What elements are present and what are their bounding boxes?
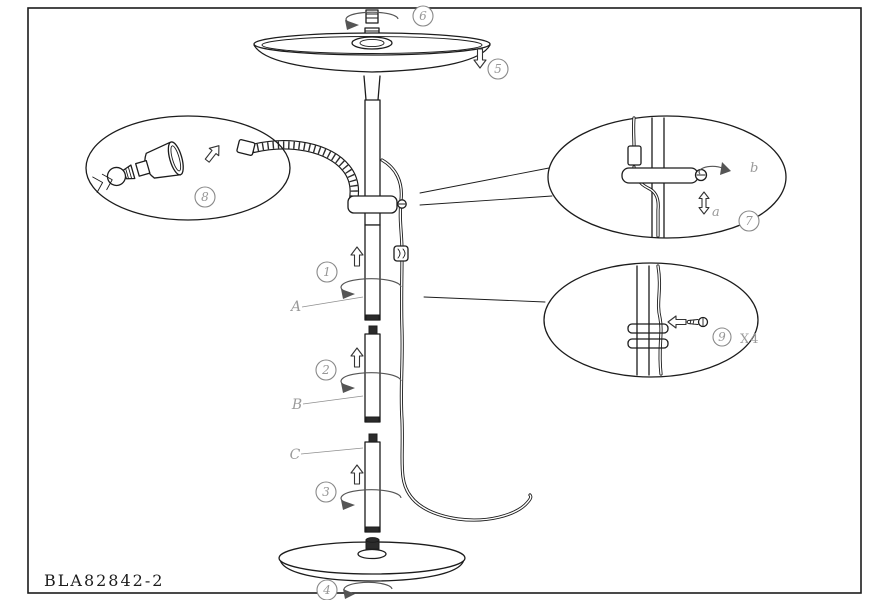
reading-lamp-rim-inner <box>170 145 182 172</box>
rotation-arrowhead-1 <box>341 289 355 299</box>
rotation-arrowhead-finial <box>345 20 359 30</box>
pole-tube-b <box>364 333 381 423</box>
rotation-arrowhead-4 <box>343 589 355 599</box>
zoom-leader-bottom <box>423 296 546 303</box>
rotation-arrowhead-b <box>720 162 731 175</box>
shade-finial-assembly <box>345 9 399 30</box>
pole-label-c: C <box>290 447 301 463</box>
lamp-base <box>278 537 466 582</box>
pole-label-a: A <box>289 299 301 315</box>
shade-stem <box>363 75 381 101</box>
callout-5: 5 <box>487 58 509 80</box>
pole-tube-a <box>364 224 381 321</box>
callout-4-label: 4 <box>322 583 331 597</box>
screw-shaft <box>686 319 699 325</box>
reading-lamp-back-cap <box>135 159 151 177</box>
callout-9-label: 9 <box>718 330 726 344</box>
up-arrow-icon-2 <box>350 347 364 368</box>
gooseneck-bracket <box>347 195 407 214</box>
inset2-cord-core <box>657 265 662 375</box>
down-arrow-icon <box>473 48 487 69</box>
inset-bottom-right-bubble <box>543 262 759 378</box>
updown-arrow-icon <box>698 191 710 215</box>
zoom-leader-top-1 <box>419 167 550 194</box>
inset-left-bubble <box>85 115 291 221</box>
label-b-leader <box>302 395 364 405</box>
base-finial-cap <box>365 537 380 543</box>
callout-7: 7 <box>738 210 760 232</box>
plug-connector <box>627 145 642 166</box>
pole-tube-c <box>364 441 381 533</box>
callout-6-label: 6 <box>419 9 427 23</box>
cord-clip <box>393 245 409 262</box>
bulb-thread <box>125 169 129 179</box>
label-c-leader <box>300 447 364 455</box>
callout-5-label: 5 <box>494 62 502 76</box>
cord-clip-1 <box>627 323 669 334</box>
callout-3: 3 <box>315 481 337 503</box>
callout-7-label: 7 <box>745 214 753 228</box>
pole-label-b: B <box>291 397 302 413</box>
zoom-leader-top-2 <box>419 195 553 206</box>
reading-lamp-parts <box>92 141 184 193</box>
label-a: a <box>712 205 720 220</box>
gooseneck-socket <box>236 139 256 156</box>
tube-a-end-band <box>365 314 380 321</box>
callout-1-label: 1 <box>323 265 331 279</box>
callout-8-label: 8 <box>201 190 209 204</box>
detail-inset-top-right: b a 7 <box>547 115 787 239</box>
insert-arrow-icon-1 <box>92 176 104 193</box>
left-arrow-icon <box>667 315 687 329</box>
base-hub <box>357 548 387 560</box>
rotation-arrow-3 <box>340 489 402 505</box>
tube-b-end-band <box>365 416 380 423</box>
screw-icon <box>686 316 709 328</box>
up-arrow-icon-1 <box>350 246 364 267</box>
quantity-label: X4 <box>740 332 760 347</box>
rotation-arrow-2 <box>340 372 402 388</box>
callout-3-label: 3 <box>322 485 330 499</box>
power-cord <box>380 158 533 522</box>
label-b: b <box>750 161 758 176</box>
finial-screw <box>365 9 379 24</box>
attach-arrow-icon <box>204 145 220 163</box>
up-arrow-icon-3 <box>350 464 364 485</box>
tube-c-end-band <box>365 526 380 533</box>
cord-clip-2 <box>627 338 669 349</box>
detail-inset-bottom-right: 9 X4 <box>543 262 760 378</box>
callout-6: 6 <box>412 5 434 27</box>
rotation-arrowhead-3 <box>341 500 355 510</box>
shade-hub <box>351 36 393 50</box>
label-a-leader <box>301 296 364 308</box>
clamp-bracket <box>621 167 699 184</box>
callout-1: 1 <box>316 261 338 283</box>
rotation-arrowhead-2 <box>341 383 355 393</box>
callout-9: 9 <box>712 327 732 347</box>
frame-border <box>27 7 862 594</box>
bulb-thread <box>128 167 133 179</box>
callout-2: 2 <box>315 359 337 381</box>
model-number: BLA82842-2 <box>44 571 164 590</box>
insert-arrow-icon-2 <box>101 173 113 191</box>
shade-hub-inner <box>359 38 385 48</box>
rotation-arrow-1 <box>340 278 402 294</box>
callout-2-label: 2 <box>321 363 330 377</box>
inset-top-right-bubble <box>547 115 787 239</box>
reading-lamp-rim <box>167 141 184 176</box>
lamp-shade <box>253 27 491 101</box>
callout-8: 8 <box>194 186 216 208</box>
reading-lamp-inset: 8 <box>85 115 291 221</box>
callout-4: 4 <box>316 579 338 600</box>
